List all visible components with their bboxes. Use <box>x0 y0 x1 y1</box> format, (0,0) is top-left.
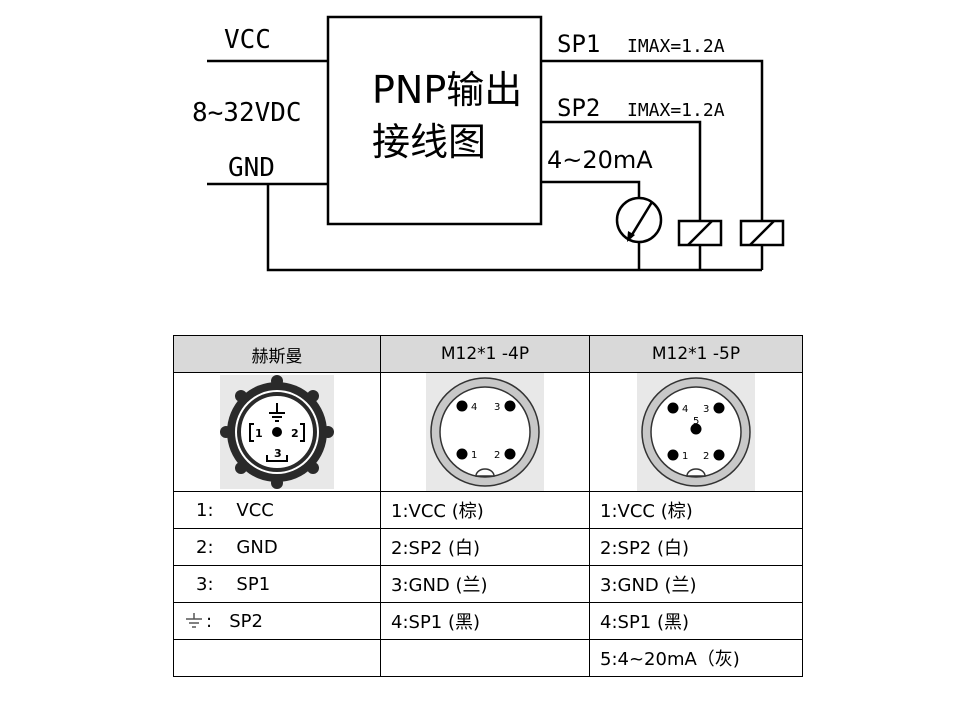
m12-5p-pin-4-label: 4 <box>682 404 688 415</box>
hs-pin-3-label: 3 <box>274 447 282 460</box>
hirschmann-pin-cell: 1: VCC <box>173 491 381 529</box>
hirschmann-pin-cell: : SP2 <box>173 602 381 640</box>
table-row: 2: GND 2:SP2 (白) 2:SP2 (白) <box>173 528 803 566</box>
m12-4p-pin-3-label: 3 <box>494 402 500 413</box>
m12-4p-pin-2-label: 2 <box>494 450 500 461</box>
m12-4p-pin-1-label: 1 <box>471 450 477 461</box>
m12-5p-pin-3-label: 3 <box>703 404 709 415</box>
gnd-label: GND <box>228 153 275 183</box>
hs-pin-number: 1: <box>196 499 214 521</box>
ground-icon <box>186 612 202 628</box>
pinout-table: 赫斯曼 M12*1 -4P M12*1 -5P <box>173 335 803 677</box>
m12-5p-pin-cell: 5:4~20mA（灰) <box>589 639 803 677</box>
m12-5p-pin-cell: 4:SP1 (黑) <box>589 602 803 640</box>
pnp-wiring-diagram: VCC 8~32VDC GND PNP输出 接线图 SP1 IMAX=1.2A … <box>192 15 785 272</box>
m12-5p-connector-cell: 4 3 5 1 2 <box>589 372 803 492</box>
m12-5p-pin-5-label: 5 <box>693 416 699 427</box>
current-meter-icon <box>615 196 663 244</box>
sp2-imax-label: IMAX=1.2A <box>627 100 725 121</box>
table-row: 5:4~20mA（灰) <box>173 639 803 677</box>
pnp-output-block <box>326 15 543 226</box>
header-hirschmann: 赫斯曼 <box>173 335 381 373</box>
table-header-row: 赫斯曼 M12*1 -4P M12*1 -5P <box>173 335 803 373</box>
sp1-imax-label: IMAX=1.2A <box>627 36 725 57</box>
sp2-wire <box>541 120 702 221</box>
hirschmann-connector-icon: 1 2 3 <box>220 375 334 489</box>
hirschmann-pin-cell: 3: SP1 <box>173 565 381 603</box>
header-m12-5p: M12*1 -5P <box>589 335 803 373</box>
m12-4p-pin-cell <box>380 639 590 677</box>
hs-pin-signal: SP2 <box>229 610 263 632</box>
m12-5p-connector-icon: 4 3 5 1 2 <box>641 377 751 487</box>
analog-output-label: 4~20mA <box>547 146 653 174</box>
m12-5p-pin-2-label: 2 <box>703 451 709 462</box>
m12-5p-pin-cell: 3:GND (兰) <box>589 565 803 603</box>
sp1-wire <box>541 59 764 221</box>
m12-4p-pin-cell: 3:GND (兰) <box>380 565 590 603</box>
table-row: : SP2 4:SP1 (黑) 4:SP1 (黑) <box>173 602 803 640</box>
relay-sp2-icon <box>677 219 723 247</box>
connector-image-row: 1 2 3 4 3 <box>173 372 803 492</box>
hirschmann-pin-cell: 2: GND <box>173 528 381 566</box>
hirschmann-pin-cell <box>173 639 381 677</box>
hs-pin-number: 3: <box>196 573 214 595</box>
m12-5p-pin-cell: 2:SP2 (白) <box>589 528 803 566</box>
m12-4p-pin-cell: 4:SP1 (黑) <box>380 602 590 640</box>
m12-4p-connector-cell: 4 3 1 2 <box>380 372 590 492</box>
m12-4p-pin-cell: 2:SP2 (白) <box>380 528 590 566</box>
m12-4p-connector-icon: 4 3 1 2 <box>430 377 540 487</box>
hs-pin-number: 2: <box>196 536 214 558</box>
m12-5p-pin-1-label: 1 <box>682 451 688 462</box>
hirschmann-connector-cell: 1 2 3 <box>173 372 381 492</box>
hs-pin-2-label: 2 <box>291 427 299 440</box>
m12-4p-pin-4-label: 4 <box>471 402 477 413</box>
m12-4p-pin-cell: 1:VCC (棕) <box>380 491 590 529</box>
m12-5p-pin-cell: 1:VCC (棕) <box>589 491 803 529</box>
vcc-label: VCC <box>224 25 271 55</box>
supply-voltage-label: 8~32VDC <box>192 98 302 128</box>
hs-pin-1-label: 1 <box>255 427 263 440</box>
table-row: 3: SP1 3:GND (兰) 3:GND (兰) <box>173 565 803 603</box>
block-title-line2: 接线图 <box>372 120 486 164</box>
block-title-line1: PNP输出 <box>372 68 522 112</box>
table-row: 1: VCC 1:VCC (棕) 1:VCC (棕) <box>173 491 803 529</box>
header-m12-4p: M12*1 -4P <box>380 335 590 373</box>
hs-pin-signal: SP1 <box>236 573 271 595</box>
relay-sp1-icon <box>739 219 785 247</box>
analog-wire <box>541 180 641 198</box>
sp2-label: SP2 <box>557 94 600 122</box>
hs-pin-signal: VCC <box>236 499 274 521</box>
sp1-label: SP1 <box>557 30 600 58</box>
hs-pin-signal: GND <box>236 536 278 558</box>
hs-pin-number: : <box>206 610 213 632</box>
return-wire <box>266 184 762 272</box>
